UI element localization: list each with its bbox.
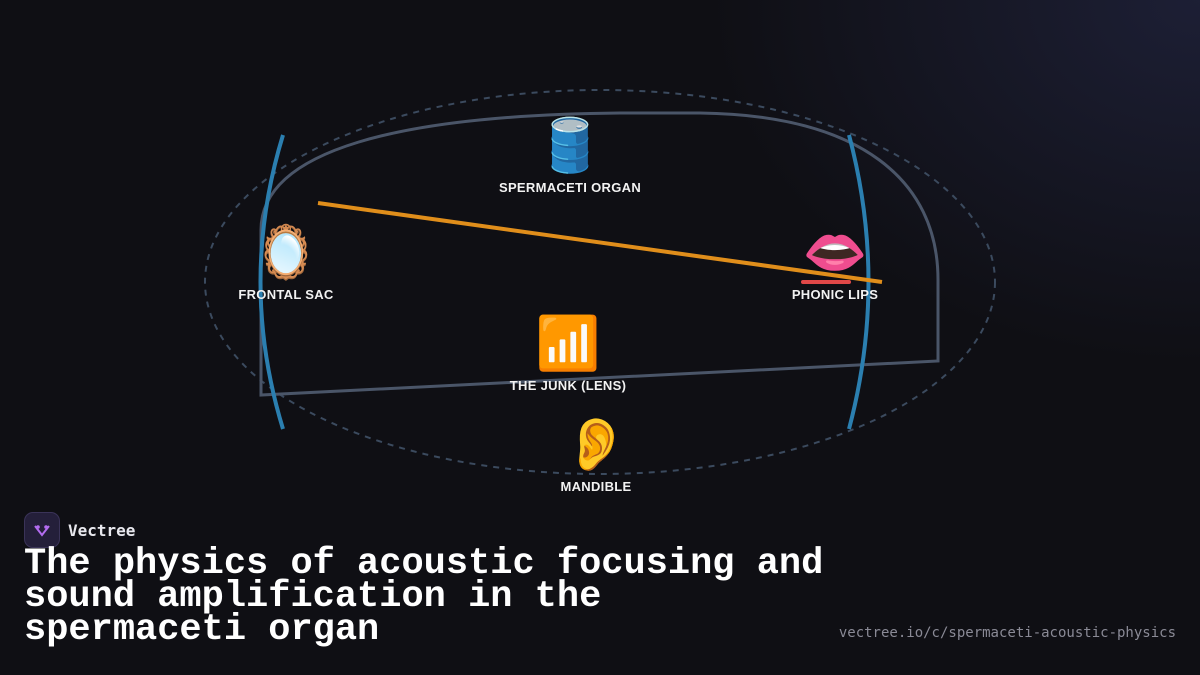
node-label: FRONTAL SAC bbox=[238, 287, 334, 302]
node-mandible: 👂 MANDIBLE bbox=[546, 415, 646, 494]
node-frontal-sac: 🪞 FRONTAL SAC bbox=[226, 223, 346, 302]
brand[interactable]: Vectree bbox=[24, 512, 135, 548]
brand-name: Vectree bbox=[68, 520, 136, 540]
node-phonic-lips: 👄 PHONIC LIPS bbox=[775, 223, 895, 302]
page-title: The physics of acoustic focusing and sou… bbox=[24, 543, 824, 651]
node-label: THE JUNK (LENS) bbox=[509, 378, 627, 393]
source-url[interactable]: vectree.io/c/spermaceti-acoustic-physics bbox=[838, 625, 1176, 641]
vectree-logo-icon bbox=[24, 512, 60, 548]
sound-beam-path bbox=[317, 201, 883, 284]
node-label: SPERMACETI ORGAN bbox=[498, 180, 642, 195]
sound-field-ellipse bbox=[204, 89, 996, 475]
node-label: PHONIC LIPS bbox=[791, 287, 879, 302]
node-label: MANDIBLE bbox=[560, 479, 632, 494]
head-outline bbox=[259, 111, 940, 397]
signal-bars-icon: 📶 bbox=[535, 315, 601, 373]
node-junk-lens: 📶 THE JUNK (LENS) bbox=[498, 314, 638, 393]
left-reflector-arc bbox=[258, 134, 285, 430]
node-spermaceti-organ: 🛢️ SPERMACETI ORGAN bbox=[490, 116, 650, 195]
ear-icon: 👂 bbox=[563, 416, 629, 474]
mirror-icon: 🪞 bbox=[253, 224, 319, 282]
oil-barrel-icon: 🛢️ bbox=[537, 117, 603, 175]
lips-icon: 👄 bbox=[802, 224, 868, 282]
